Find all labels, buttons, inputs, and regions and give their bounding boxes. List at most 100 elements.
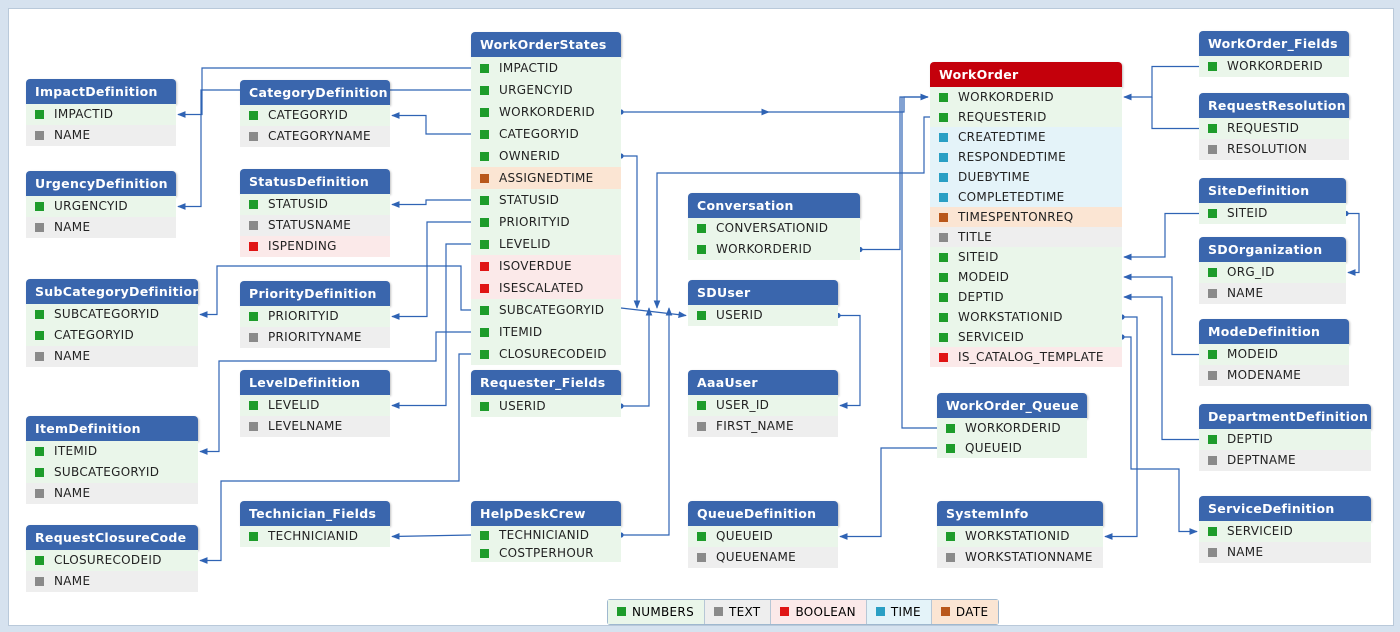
table-row: ISPENDING xyxy=(240,236,390,257)
table-header[interactable]: Conversation xyxy=(688,193,860,218)
numbers-type-icon xyxy=(697,401,706,410)
field-name: ISPENDING xyxy=(268,239,337,253)
table-row: RESOLUTION xyxy=(1199,139,1349,160)
text-type-icon xyxy=(1208,548,1217,557)
numbers-type-icon xyxy=(480,196,489,205)
table-header[interactable]: SystemInfo xyxy=(937,501,1103,526)
text-type-icon xyxy=(697,553,706,562)
relationship-line xyxy=(199,265,471,318)
relationship-line xyxy=(621,307,653,407)
table-row: NAME xyxy=(1199,283,1346,304)
field-name: DUEBYTIME xyxy=(958,170,1031,184)
table-header[interactable]: RequestResolution xyxy=(1199,93,1349,118)
text-type-icon xyxy=(1208,145,1217,154)
relationship-line xyxy=(1123,293,1199,441)
table-header[interactable]: SiteDefinition xyxy=(1199,178,1346,203)
table-header[interactable]: SubCategoryDefinition xyxy=(26,279,198,304)
numbers-type-icon xyxy=(480,531,489,540)
table-row: DEPTID xyxy=(1199,429,1371,450)
numbers-type-icon xyxy=(480,130,489,139)
table-row: SERVICEID xyxy=(1199,521,1371,542)
field-name: CATEGORYID xyxy=(268,108,348,122)
field-name: NAME xyxy=(1227,545,1264,559)
table-header[interactable]: AaaUser xyxy=(688,370,838,395)
table-header[interactable]: LevelDefinition xyxy=(240,370,390,395)
numbers-type-icon xyxy=(480,240,489,249)
text-type-icon xyxy=(1208,456,1217,465)
table-row: DUEBYTIME xyxy=(930,167,1122,187)
legend-time: TIME xyxy=(866,600,932,624)
table-header[interactable]: ItemDefinition xyxy=(26,416,198,441)
table-header[interactable]: Requester_Fields xyxy=(471,370,621,395)
table-header[interactable]: Technician_Fields xyxy=(240,501,390,526)
date-type-icon xyxy=(480,174,489,183)
table-header[interactable]: UrgencyDefinition xyxy=(26,171,176,196)
field-name: SITEID xyxy=(1227,206,1268,220)
field-name: TECHNICIANID xyxy=(499,528,590,542)
field-name: SITEID xyxy=(958,250,999,264)
relationship-line xyxy=(1123,65,1199,101)
field-name: NAME xyxy=(54,220,91,234)
relationship-line xyxy=(391,221,471,320)
table-row: NAME xyxy=(1199,542,1371,563)
numbers-type-icon xyxy=(35,110,44,119)
table-row: REQUESTERID xyxy=(930,107,1122,127)
table-header[interactable]: WorkOrder_Fields xyxy=(1199,31,1349,56)
field-name: REQUESTERID xyxy=(958,110,1047,124)
field-name: LEVELID xyxy=(499,237,551,251)
relationship-line xyxy=(177,67,471,118)
table-row: ORG_ID xyxy=(1199,262,1346,283)
table-header[interactable]: DepartmentDefinition xyxy=(1199,404,1371,429)
numbers-type-icon xyxy=(946,444,955,453)
table-header[interactable]: SDUser xyxy=(688,280,838,305)
field-name: DEPTNAME xyxy=(1227,453,1296,467)
table-row: USERID xyxy=(471,395,621,417)
relationship-line xyxy=(1123,212,1199,261)
table-header[interactable]: PriorityDefinition xyxy=(240,281,390,306)
field-name: ORG_ID xyxy=(1227,265,1275,279)
relationship-line xyxy=(1104,316,1138,540)
table-row: PRIORITYID xyxy=(471,211,621,233)
table-header[interactable]: WorkOrder_Queue xyxy=(937,393,1087,418)
table-header[interactable]: ServiceDefinition xyxy=(1199,496,1371,521)
table-row: ISOVERDUE xyxy=(471,255,621,277)
table-row: NAME xyxy=(26,571,198,592)
table-header[interactable]: WorkOrderStates xyxy=(471,32,621,57)
field-name: IS_CATALOG_TEMPLATE xyxy=(958,350,1104,364)
numbers-type-icon xyxy=(480,549,489,558)
table-header[interactable]: HelpDeskCrew xyxy=(471,501,621,526)
field-name: NAME xyxy=(1227,286,1264,300)
numbers-type-icon xyxy=(35,202,44,211)
table-row: DEPTID xyxy=(930,287,1122,307)
field-name: ASSIGNEDTIME xyxy=(499,171,594,185)
relationship-line xyxy=(1122,336,1198,535)
table-row: FIRST_NAME xyxy=(688,416,838,437)
table-header[interactable]: WorkOrder xyxy=(930,62,1122,87)
table-row: ITEMID xyxy=(26,441,198,462)
table-header[interactable]: ImpactDefinition xyxy=(26,79,176,104)
table-row: CLOSURECODEID xyxy=(471,343,621,365)
table-row: SITEID xyxy=(930,247,1122,267)
table-header[interactable]: StatusDefinition xyxy=(240,169,390,194)
relationship-lines xyxy=(177,65,1360,564)
field-name: WORKSTATIONID xyxy=(958,310,1063,324)
table-header[interactable]: QueueDefinition xyxy=(688,501,838,526)
table-row: DEPTNAME xyxy=(1199,450,1371,471)
numbers-type-icon xyxy=(939,293,948,302)
table-header[interactable]: RequestClosureCode xyxy=(26,525,198,550)
field-name: PRIORITYNAME xyxy=(268,330,362,344)
field-name: WORKSTATIONNAME xyxy=(965,550,1093,564)
table-header[interactable]: ModeDefinition xyxy=(1199,319,1349,344)
text-type-icon xyxy=(35,131,44,140)
numbers-type-icon xyxy=(939,313,948,322)
table-row: STATUSID xyxy=(471,189,621,211)
table-header[interactable]: CategoryDefinition xyxy=(240,80,390,105)
table-header[interactable]: SDOrganization xyxy=(1199,237,1346,262)
time-type-icon xyxy=(875,607,885,616)
text-type-icon xyxy=(35,352,44,361)
